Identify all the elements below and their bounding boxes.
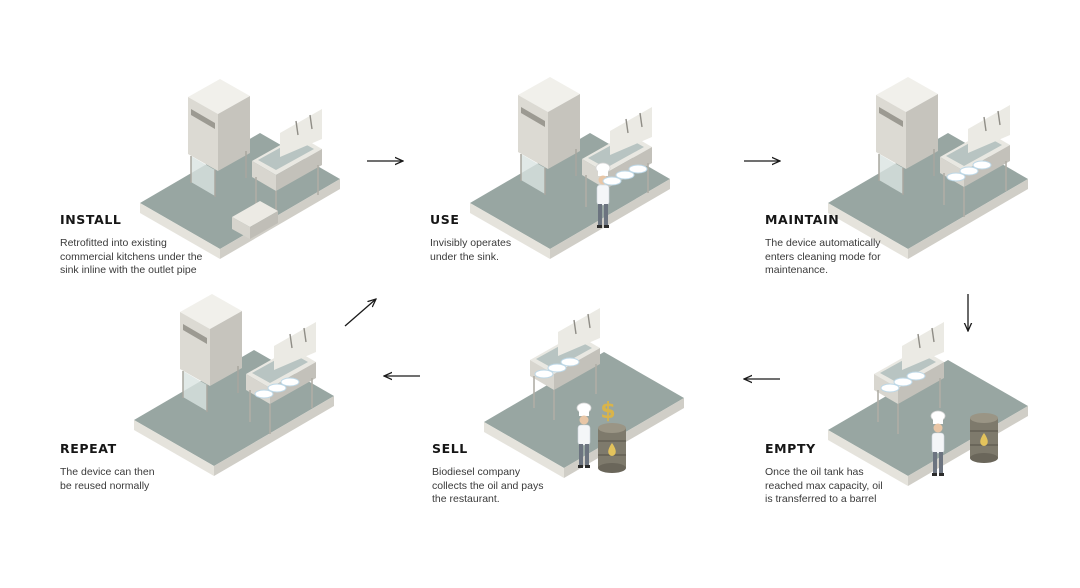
step-title-sell: SELL	[432, 441, 468, 456]
oil-barrel-icon	[969, 412, 999, 464]
step-title-install: INSTALL	[60, 212, 122, 227]
step-title-maintain: MAINTAIN	[765, 212, 840, 227]
step-title-repeat: REPEAT	[60, 441, 117, 456]
illustration-install	[140, 78, 340, 259]
dollar-icon: $	[600, 399, 615, 424]
illustration-use	[470, 76, 670, 259]
illustration-maintain	[828, 76, 1028, 259]
arrow-repeat-to-use-icon	[344, 299, 376, 327]
illustration-repeat	[134, 293, 334, 476]
illustration-empty	[828, 321, 1028, 486]
step-title-empty: EMPTY	[765, 441, 816, 456]
step-title-use: USE	[430, 212, 460, 227]
illustration-sell: $	[484, 307, 684, 478]
